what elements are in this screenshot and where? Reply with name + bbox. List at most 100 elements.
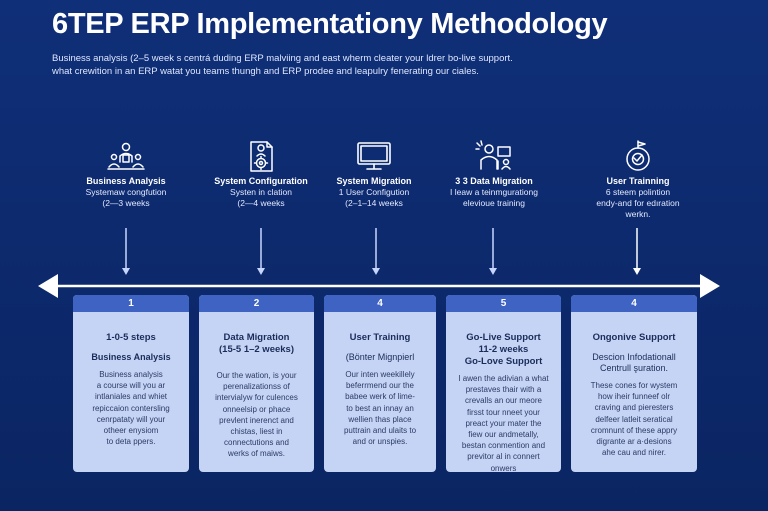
phase-number: 4 — [324, 295, 436, 312]
card-body-line: werks of maiws. — [228, 449, 285, 459]
phase-description-line: werkn. — [625, 209, 651, 219]
phase-description-line: elevioue training — [463, 198, 525, 208]
phase-name: User Trainning — [606, 176, 670, 186]
phase-card: 4 Ongonive Support Descion Infodationall… — [571, 295, 697, 472]
card-subtitle-line: Business Analysis — [91, 352, 171, 362]
card-body-line: crevalls an our meore — [465, 396, 542, 406]
phase-card: 2 Data Migration (15-5 1–2 weeks) Our th… — [199, 295, 314, 472]
page-title: 6TEP ERP Implementationy Methodology — [52, 8, 608, 40]
phase-number: 4 — [571, 295, 697, 312]
card-body-line: cenrpataty will your — [96, 414, 166, 424]
card-body-line: intervialyw for culences — [215, 393, 298, 403]
card-body-line: and or unspies. — [352, 437, 408, 447]
card-body-line: firsst tour nneet your — [467, 407, 540, 417]
phase-description: Systemaw congfution (2—3 weeks — [66, 187, 186, 209]
card-body-line: otheer enysiom — [103, 426, 159, 436]
card-body-line: babee werk of lime- — [345, 392, 415, 402]
down-arrow-icon — [122, 228, 130, 275]
card-title: Data Migration (15-5 1–2 weeks) — [199, 332, 314, 356]
card-body-line: connectutions and — [224, 438, 289, 448]
card-body-line: digrante ar a·desions — [596, 437, 672, 447]
card-body: Business analysis a course will you ar i… — [73, 369, 189, 447]
card-body-line: prevlent inerenct and — [219, 415, 294, 425]
card-body-line: how iheir funneef olr — [597, 392, 671, 402]
card-body-line: preact your mater the — [465, 418, 542, 428]
card-body-line: wellien thas place — [348, 414, 412, 424]
phase-description-line: I leaw a teinmgurationg — [450, 187, 538, 197]
user-training-icon — [475, 140, 511, 170]
card-body-line: bestan conmention and — [461, 441, 546, 451]
down-arrow-icon — [633, 228, 641, 275]
card-body-line: puttrain and ulaits to — [343, 426, 417, 436]
card-subtitle-line: (Bönter Mignpierl — [345, 352, 415, 362]
card-title: 1-0-5 steps — [73, 332, 189, 344]
settings-document-icon — [250, 141, 273, 172]
phase-description: I leaw a teinmgurationg elevioue trainin… — [434, 187, 554, 209]
card-title: Ongonive Support — [571, 332, 697, 344]
phase-description-line: (2—4 weeks — [237, 198, 285, 208]
card-title-line: 11-2 weeks — [478, 344, 529, 355]
card-body-line: These cones for wystem — [590, 381, 678, 390]
team-presentation-icon — [107, 142, 145, 170]
phase-card: 1 1-0-5 steps Business Analysis Business… — [73, 295, 189, 472]
phase-description-line: Systemaw congfution — [85, 187, 167, 197]
card-title-line: Data Migration — [223, 332, 290, 343]
card-title: User Training — [324, 332, 436, 344]
card-body-line: onneelsip or phace — [222, 404, 291, 414]
phase-system-migration: System Migration 1 User Configution (2–1… — [314, 138, 434, 209]
intro-text: Business analysis (2–5 week s centrá dud… — [52, 52, 712, 78]
card-body-line: delfeer latleit seratical — [595, 414, 673, 424]
card-subtitle: Business Analysis — [73, 352, 189, 363]
phase-data-migration: 3 3 Data Migration I leaw a teinmguratio… — [434, 138, 554, 209]
card-body: Our the wation, is your perenalizationss… — [199, 370, 314, 460]
card-body-line: craving and pieresters — [594, 403, 674, 413]
phase-description: 6 steem polintion endy-and for edıration… — [578, 187, 698, 220]
card-body-line: Our inten weekillely — [345, 370, 415, 379]
phase-description: Systen in clation (2—4 weeks — [201, 187, 321, 209]
card-subtitle: (Bönter Mignpierl — [324, 352, 436, 363]
card-subtitle: Descion Infodationall Centrull şuration. — [571, 352, 697, 374]
phase-system-configuration: System Configuration Systen in clation (… — [201, 138, 321, 209]
card-body-line: a course will you ar — [96, 381, 166, 391]
phase-name: Business Analysis — [86, 176, 166, 186]
card-body-line: intlaniales and whiet — [94, 392, 168, 402]
phase-description-line: (2–1–14 weeks — [345, 198, 403, 208]
down-arrow-icon — [257, 228, 265, 275]
phase-description-line: endy-and for edıration — [596, 198, 680, 208]
intro-line: what crewition in an ERP watat you teams… — [52, 66, 479, 77]
card-title-line: Ongonive Support — [592, 332, 676, 343]
card-title-line: (15-5 1–2 weeks) — [219, 344, 294, 355]
phase-name: 3 3 Data Migration — [455, 176, 533, 186]
card-title-line: User Training — [349, 332, 411, 343]
phase-description-line: (2—3 weeks — [102, 198, 150, 208]
phase-number: 5 — [446, 295, 561, 312]
timeline-arrow — [38, 274, 720, 298]
down-arrow-icon — [489, 228, 497, 275]
card-subtitle-line: Descion Infodationall — [592, 352, 676, 362]
phase-description-line: 1 User Configution — [338, 187, 410, 197]
card-subtitle-line: Centrull şuration. — [599, 363, 669, 373]
phase-description-line: 6 steem polintion — [605, 187, 671, 197]
card-title-line: Go-Love Support — [464, 356, 543, 367]
card-title-line: 1-0-5 steps — [106, 332, 156, 343]
card-body-line: fiew our andmetally, — [468, 430, 539, 440]
card-body-line: ahe cau and nirer. — [601, 448, 667, 458]
phase-description-line: Systen in clation — [230, 187, 292, 197]
card-body: I awen the adivian a what prestaves thai… — [446, 373, 561, 472]
phase-business-analysis: Business Analysis Systemaw congfution (2… — [66, 138, 186, 209]
card-body-line: Business analysis — [99, 370, 163, 379]
card-body-line: repiccaion contersling — [92, 403, 170, 413]
card-body-line: Our the wation, is your — [216, 371, 297, 380]
phase-name: System Migration — [336, 176, 412, 186]
target-flag-icon — [626, 140, 650, 171]
phase-user-training: User Trainning 6 steem polintion endy-an… — [578, 138, 698, 220]
monitor-icon — [357, 142, 391, 170]
card-body: These cones for wystem how iheir funneef… — [571, 380, 697, 458]
phase-number: 2 — [199, 295, 314, 312]
card-body-line: onwers — [490, 463, 517, 472]
card-body-line: to best an innay an — [346, 403, 414, 413]
card-body-line: I awen the adivian a what — [458, 374, 549, 383]
card-body: Our inten weekillely beferrmend our the … — [324, 369, 436, 447]
card-body-line: chistas, liest in — [230, 427, 283, 437]
card-body-line: beferrmend our the — [345, 381, 415, 391]
